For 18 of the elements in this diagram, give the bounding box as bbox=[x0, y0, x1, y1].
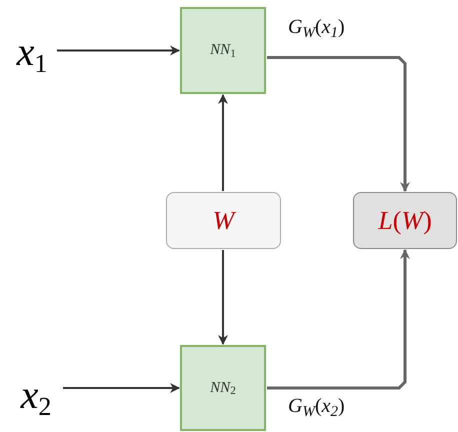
loss-box bbox=[353, 192, 457, 249]
node-text: NN$_{2}$ bbox=[210, 380, 236, 396]
arrow bbox=[57, 46, 180, 56]
node-text: L(W) bbox=[378, 208, 432, 234]
weights-box bbox=[166, 192, 281, 249]
node-text: NN$_{1}$ bbox=[210, 43, 236, 58]
edge-label: G$_{W}$(x$_{2}$) bbox=[288, 396, 345, 416]
edge-label: G$_{W}$(x$_{1}$) bbox=[288, 17, 345, 37]
arrow bbox=[63, 383, 180, 393]
node-text: x$_{1}$ bbox=[16, 32, 48, 72]
network-box bbox=[180, 345, 266, 431]
arrow bbox=[218, 94, 228, 191]
node-text: W bbox=[212, 208, 234, 234]
arrow bbox=[267, 249, 410, 390]
node-text: x$_{2}$ bbox=[20, 375, 52, 415]
arrow bbox=[218, 250, 228, 345]
arrow bbox=[267, 56, 410, 192]
network-box bbox=[180, 7, 266, 94]
